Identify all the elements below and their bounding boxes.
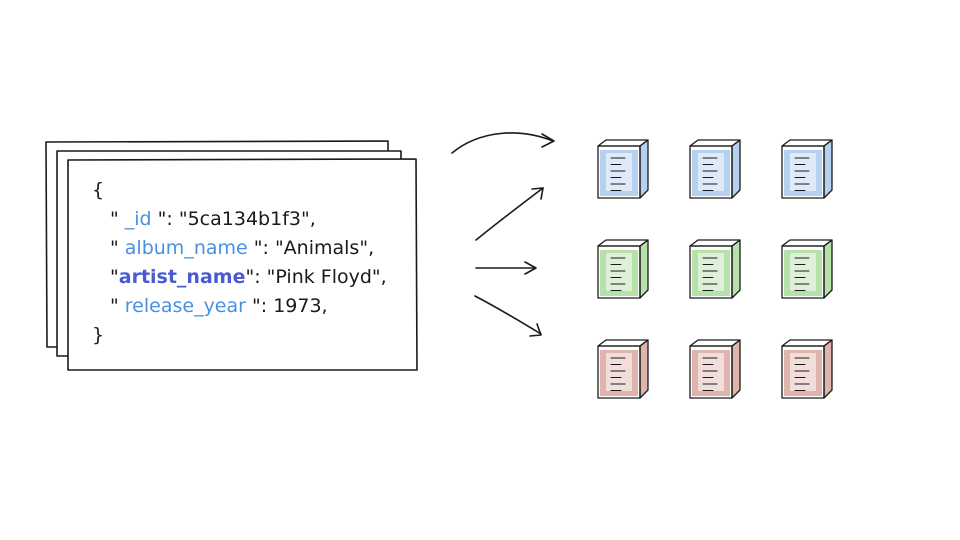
field-value: "5ca134b1f3", — [179, 208, 316, 230]
arrow-icon — [475, 187, 544, 241]
routing-arrows — [451, 132, 555, 337]
arrow-icon — [475, 261, 537, 275]
arrow-icon — [474, 295, 542, 337]
server-node-icon — [597, 139, 649, 199]
document-json: { " _id ": "5ca134b1f3", " album_name ":… — [92, 179, 387, 346]
server-node-icon — [689, 139, 741, 199]
server-node-icon — [781, 339, 833, 399]
field-key: _id — [124, 208, 152, 230]
field-key: album_name — [125, 237, 248, 259]
field-value: 1973, — [273, 295, 327, 317]
field-key: release_year — [125, 295, 246, 317]
close-brace: } — [92, 324, 104, 346]
server-node-icon — [597, 339, 649, 399]
shard-grid — [597, 139, 833, 399]
server-node-icon — [689, 339, 741, 399]
open-brace: { — [92, 179, 104, 201]
field-value: "Animals", — [275, 237, 374, 259]
field-value: "Pink Floyd", — [267, 266, 387, 288]
field-album-name: " album_name ": "Animals", — [110, 237, 374, 259]
server-node-icon — [689, 239, 741, 299]
document-card-front — [67, 158, 418, 371]
field-id: " _id ": "5ca134b1f3", — [110, 208, 316, 230]
field-artist-name: "artist_name": "Pink Floyd", — [110, 266, 387, 288]
server-node-icon — [781, 239, 833, 299]
field-key: artist_name — [119, 266, 246, 288]
server-node-icon — [597, 239, 649, 299]
document-stack — [45, 140, 418, 371]
field-release-year: " release_year ": 1973, — [110, 295, 328, 317]
server-node-icon — [781, 139, 833, 199]
arrow-icon — [451, 132, 555, 154]
